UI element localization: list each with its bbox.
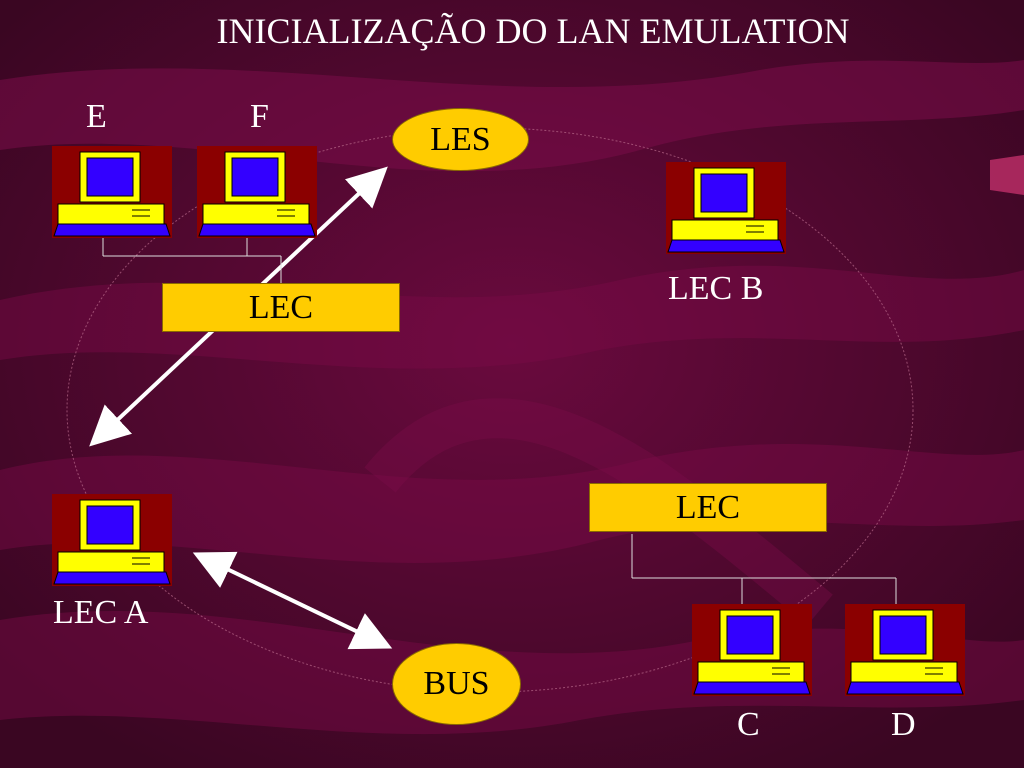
label-c: C	[737, 706, 760, 743]
label-lec-a: LEC A	[53, 594, 149, 631]
lec-top-tree	[102, 238, 282, 283]
les-node: LES	[392, 108, 529, 171]
lec-bottom-box: LEC	[589, 483, 827, 532]
computer-f-icon	[197, 146, 317, 238]
lec-a-bus-arrow	[192, 551, 393, 650]
computer-c-icon	[692, 604, 812, 696]
label-e: E	[86, 98, 107, 135]
label-f: F	[250, 98, 269, 135]
computer-lec-b-icon	[666, 162, 786, 254]
lec-top-box: LEC	[162, 283, 400, 332]
slide-title: INICIALIZAÇÃO DO LAN EMULATION	[216, 11, 850, 51]
label-d: D	[891, 706, 916, 743]
computer-lec-a-icon	[52, 494, 172, 586]
lec-bottom-tree	[631, 534, 897, 604]
computer-d-icon	[845, 604, 965, 696]
bus-node: BUS	[392, 643, 521, 725]
label-lec-b: LEC B	[668, 270, 764, 307]
computer-e-icon	[52, 146, 172, 238]
